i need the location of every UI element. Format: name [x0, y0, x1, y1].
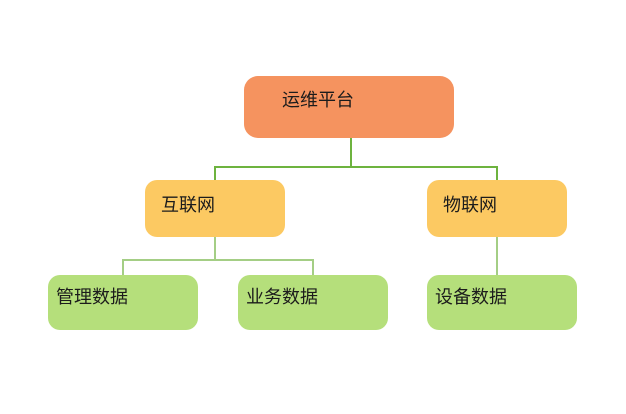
- node-management-data: 管理数据: [48, 275, 198, 330]
- connector-root-vertical: [350, 138, 352, 168]
- node-iot: 物联网: [427, 180, 567, 237]
- connector-drop-internet: [214, 166, 216, 181]
- connector-level3-rail: [122, 259, 314, 261]
- connector-iot-vertical: [496, 237, 498, 276]
- connector-drop-iot: [496, 166, 498, 181]
- connector-internet-vertical: [214, 237, 216, 261]
- node-iot-label: 物联网: [443, 195, 497, 216]
- node-internet: 互联网: [145, 180, 285, 237]
- node-ops-platform-label: 运维平台: [282, 90, 354, 111]
- node-management-data-label: 管理数据: [56, 287, 128, 308]
- node-business-data-label: 业务数据: [246, 287, 318, 308]
- node-ops-platform: 运维平台: [244, 76, 454, 138]
- connector-drop-mgmt-data: [122, 259, 124, 276]
- node-device-data: 设备数据: [427, 275, 577, 330]
- connector-drop-business-data: [312, 259, 314, 276]
- node-device-data-label: 设备数据: [435, 287, 507, 308]
- node-business-data: 业务数据: [238, 275, 388, 330]
- node-internet-label: 互联网: [161, 195, 215, 216]
- connector-level2-rail: [214, 166, 498, 168]
